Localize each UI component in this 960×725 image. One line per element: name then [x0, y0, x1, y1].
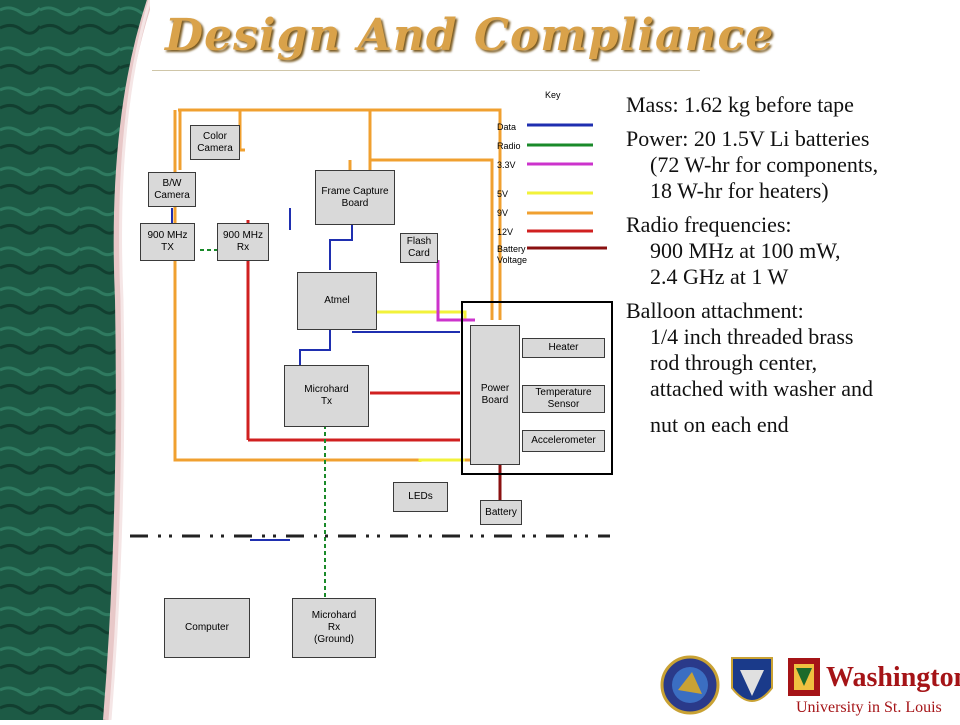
color-camera-block: Color Camera [190, 125, 240, 160]
tx-900mhz-block: 900 MHz TX [140, 223, 195, 261]
sidebar-texture [0, 0, 150, 720]
legend-label-5v: 5V [497, 189, 509, 199]
legend-label-data: Data [497, 122, 517, 132]
spec-power: Power: 20 1.5V Li batteries (72 W-hr for… [626, 126, 960, 204]
accelerometer-block: Accelerometer [522, 430, 605, 452]
legend-label-3v3: 3.3V [497, 160, 516, 170]
logo-strip: Washington University in St. Louis [660, 650, 960, 725]
logos-svg: Washington University in St. Louis [660, 655, 960, 716]
legend-label-9v: 9V [497, 208, 509, 218]
legend-swatches [527, 123, 607, 250]
heater-block: Heater [522, 338, 605, 358]
legend-label-radio: Radio [497, 141, 521, 151]
power-board-block: Power Board [470, 325, 520, 465]
spec-radio-line: 900 MHz at 100 mW, [650, 238, 841, 263]
spec-balloon-line: nut on each end [650, 412, 789, 437]
spec-mass: Mass: 1.62 kg before tape [626, 92, 960, 118]
title-divider [152, 70, 700, 71]
specs-text: Mass: 1.62 kg before tape Power: 20 1.5V… [626, 92, 960, 446]
spec-power-head: Power: 20 1.5V Li batteries [626, 126, 870, 151]
spec-mass-text: Mass: 1.62 kg before tape [626, 92, 854, 117]
microhard-tx-block: Microhard Tx [284, 365, 369, 427]
spec-radio-line: 2.4 GHz at 1 W [650, 264, 789, 289]
page-title: Design And Compliance [165, 10, 775, 61]
leds-block: LEDs [393, 482, 448, 512]
battery-block: Battery [480, 500, 522, 525]
legend-label-battery-voltage: Battery Voltage [497, 244, 528, 265]
spec-balloon-line: rod through center, [650, 350, 818, 375]
spec-radio-head: Radio frequencies: [626, 212, 792, 237]
spec-power-line: (72 W-hr for components, [650, 152, 879, 177]
spec-balloon: Balloon attachment: 1/4 inch threaded br… [626, 298, 960, 438]
microhard-rx-ground-block: Microhard Rx (Ground) [292, 598, 376, 658]
spec-balloon-line: attached with washer and [650, 376, 873, 401]
mission-patch-logo [660, 655, 720, 715]
spec-balloon-head: Balloon attachment: [626, 298, 804, 323]
atmel-block: Atmel [297, 272, 377, 330]
spec-radio: Radio frequencies: 900 MHz at 100 mW, 2.… [626, 212, 960, 290]
university-wordmark: University in St. Louis [796, 699, 942, 716]
spec-balloon-line: 1/4 inch threaded brass [650, 324, 854, 349]
bw-camera-block: B/W Camera [148, 172, 196, 207]
temperature-sensor-block: Temperature Sensor [522, 385, 605, 413]
washington-wordmark: Washington [826, 662, 960, 693]
computer-block: Computer [164, 598, 250, 658]
air-force-shield-logo [731, 657, 773, 702]
frame-capture-board-block: Frame Capture Board [315, 170, 395, 225]
legend-label-12v: 12V [497, 227, 514, 237]
flash-card-block: Flash Card [400, 233, 438, 263]
washington-university-logo [788, 658, 820, 696]
decorative-sidebar [0, 0, 150, 720]
spec-power-line: 18 W-hr for heaters) [650, 178, 829, 203]
rx-900mhz-block: 900 MHz Rx [217, 223, 269, 261]
legend-heading: Key [545, 90, 561, 100]
